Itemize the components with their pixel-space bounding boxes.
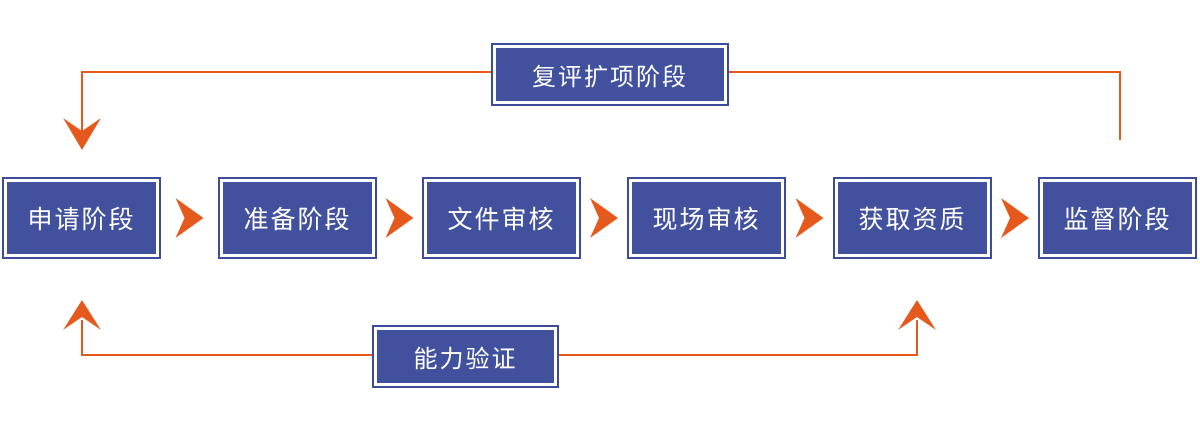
stage-label: 获取资质 bbox=[858, 205, 967, 234]
stage-label: 文件审核 bbox=[447, 205, 556, 234]
stage-obtain-qualification: 获取资质 bbox=[835, 179, 990, 257]
chevron-right-icon bbox=[175, 198, 204, 238]
chevron-up-icon bbox=[898, 300, 936, 330]
loop-box-label: 能力验证 bbox=[413, 345, 518, 373]
chevron-up-icon bbox=[63, 300, 101, 330]
loop-box-label: 复评扩项阶段 bbox=[532, 63, 688, 91]
chevron-right-icon bbox=[1001, 198, 1029, 238]
stage-onsite-review: 现场审核 bbox=[629, 179, 784, 257]
stage-application: 申请阶段 bbox=[4, 179, 159, 257]
stage-label: 现场审核 bbox=[652, 205, 761, 234]
chevron-right-icon bbox=[795, 198, 824, 238]
loop-box-capability-verification: 能力验证 bbox=[374, 327, 557, 386]
stage-preparation: 准备阶段 bbox=[220, 179, 375, 257]
stage-label: 监督阶段 bbox=[1063, 205, 1172, 234]
chevron-right-icon bbox=[590, 198, 618, 238]
stage-document-review: 文件审核 bbox=[424, 179, 579, 257]
chevron-right-icon bbox=[385, 198, 414, 238]
stage-supervision: 监督阶段 bbox=[1040, 179, 1195, 257]
loop-box-reassessment-expansion: 复评扩项阶段 bbox=[493, 45, 727, 104]
chevron-down-icon bbox=[63, 118, 101, 150]
stage-label: 准备阶段 bbox=[243, 205, 352, 234]
stage-label: 申请阶段 bbox=[27, 205, 136, 234]
